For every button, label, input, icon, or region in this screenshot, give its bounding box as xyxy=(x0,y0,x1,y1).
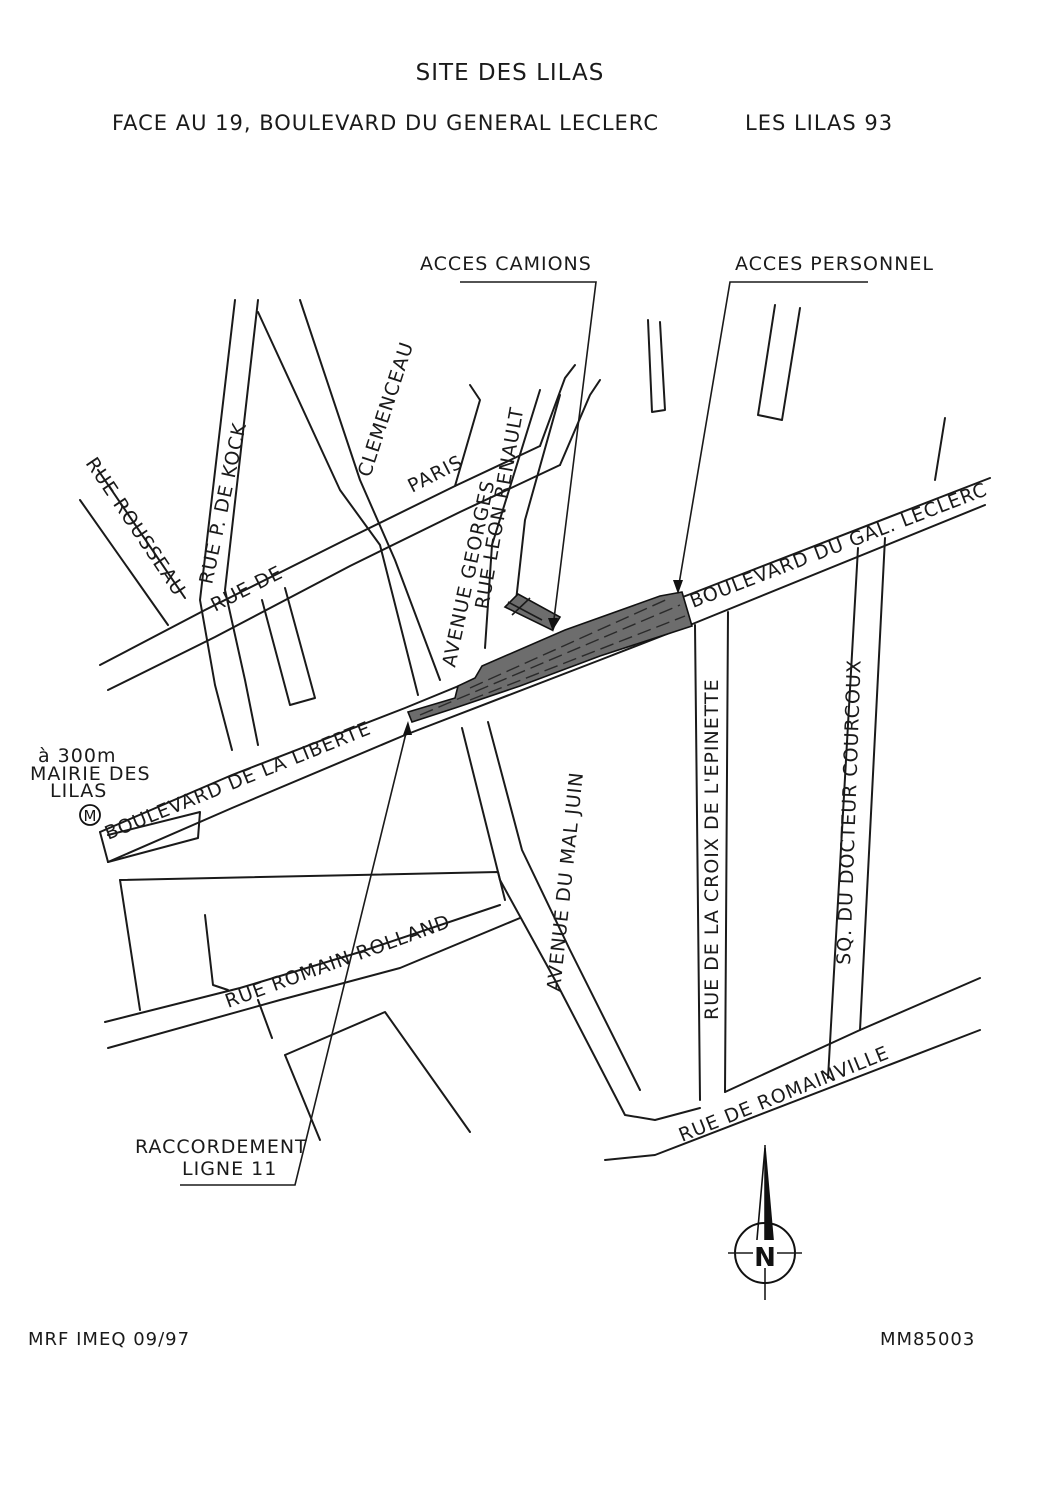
label-boulevard-du-gal-leclerc: BOULEVARD DU GAL. LECLERC xyxy=(687,479,991,613)
north-arrow-label: N xyxy=(754,1243,776,1273)
truck-access-callout: ACCES CAMIONS xyxy=(420,253,597,632)
staff-access-callout: ACCES PERSONNEL xyxy=(673,253,934,594)
metro-symbol: M xyxy=(84,807,97,825)
street-network xyxy=(79,299,991,1161)
metro-station-name-line1: MAIRIE DES xyxy=(30,763,151,785)
connection-label-line1: RACCORDEMENT xyxy=(135,1136,308,1158)
label-rue-de-la-croix-de-l-epinette: RUE DE LA CROIX DE L'EPINETTE xyxy=(701,678,723,1020)
footer-right-reference: MM85003 xyxy=(880,1329,975,1350)
label-clemenceau: CLEMENCEAU xyxy=(354,339,418,480)
footer-left-reference: MRF IMEQ 09/97 xyxy=(28,1329,190,1350)
address-subtitle: FACE AU 19, BOULEVARD DU GENERAL LECLERC xyxy=(112,111,659,135)
construction-site xyxy=(406,591,693,723)
staff-access-label: ACCES PERSONNEL xyxy=(735,253,934,275)
label-rue-p-de-kock: RUE P. DE KOCK xyxy=(195,421,251,586)
city-subtitle: LES LILAS 93 xyxy=(745,111,893,135)
truck-access-label: ACCES CAMIONS xyxy=(420,253,592,275)
label-avenue-du-mal-juin: AVENUE DU MAL JUIN xyxy=(543,771,588,993)
metro-station-name-line2: LILAS xyxy=(50,780,107,802)
north-arrow: N xyxy=(728,1145,802,1300)
connection-label-line2: LIGNE 11 xyxy=(182,1158,277,1180)
map-title: SITE DES LILAS xyxy=(416,60,605,86)
label-sq-du-docteur-courcoux: SQ. DU DOCTEUR COURCOUX xyxy=(833,659,866,965)
metro-station-marker: à 300m MAIRIE DES LILAS M xyxy=(30,745,151,826)
line-11-connection-callout: RACCORDEMENT LIGNE 11 xyxy=(135,721,412,1186)
label-rue-de-paris-2: PARIS xyxy=(404,451,467,497)
label-rue-romain-rolland: RUE ROMAIN ROLLAND xyxy=(222,911,453,1013)
metro-icon xyxy=(79,804,101,826)
label-rue-de-romainville: RUE DE ROMAINVILLE xyxy=(676,1042,893,1147)
metro-distance: à 300m xyxy=(38,745,116,767)
